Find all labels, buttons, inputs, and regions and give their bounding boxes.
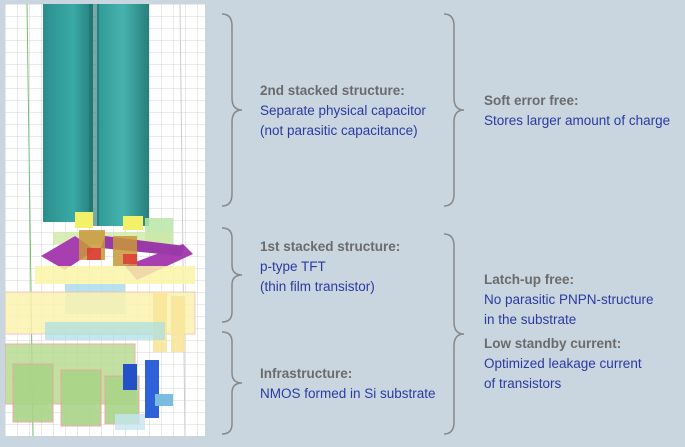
- latchup-heading: Latch-up free:: [484, 272, 575, 287]
- brace-soft-error: [443, 13, 465, 207]
- infrastructure-line1: NMOS formed in Si substrate: [260, 386, 436, 401]
- soft-error-line1: Stores larger amount of charge: [484, 113, 671, 128]
- standby-text: Low standby current: Optimized leakage c…: [484, 334, 642, 394]
- second-structure-text: 2nd stacked structure: Separate physical…: [260, 81, 426, 141]
- infrastructure-text: Infrastructure: NMOS formed in Si substr…: [260, 364, 436, 404]
- nmos-substrate: [5, 291, 196, 430]
- latchup-line2: in the substrate: [484, 312, 577, 327]
- second-structure-heading: 2nd stacked structure:: [260, 83, 405, 98]
- brace-first-structure: [221, 227, 243, 323]
- brace-infrastructure: [221, 331, 243, 435]
- sram-cell-3d-illustration: [5, 4, 205, 436]
- latchup-text: Latch-up free: No parasitic PNPN-structu…: [484, 270, 654, 330]
- brace-latchup-standby: [443, 233, 465, 435]
- capacitor-pillars: [43, 4, 149, 230]
- first-structure-heading: 1st stacked structure:: [260, 239, 401, 254]
- second-structure-line2: (not parasitic capacitance): [260, 123, 418, 138]
- first-structure-text: 1st stacked structure: p-type TFT (thin …: [260, 237, 400, 297]
- first-structure-line1: p-type TFT: [260, 259, 326, 274]
- latchup-line1: No parasitic PNPN-structure: [484, 292, 654, 307]
- infrastructure-heading: Infrastructure:: [260, 366, 353, 381]
- standby-line2: of transistors: [484, 376, 562, 391]
- brace-second-structure: [221, 13, 243, 207]
- first-structure-line2: (thin film transistor): [260, 279, 375, 294]
- soft-error-text: Soft error free: Stores larger amount of…: [484, 91, 670, 131]
- standby-heading: Low standby current:: [484, 336, 622, 351]
- soft-error-heading: Soft error free:: [484, 93, 579, 108]
- standby-line1: Optimized leakage current: [484, 356, 642, 371]
- second-structure-line1: Separate physical capacitor: [260, 103, 426, 118]
